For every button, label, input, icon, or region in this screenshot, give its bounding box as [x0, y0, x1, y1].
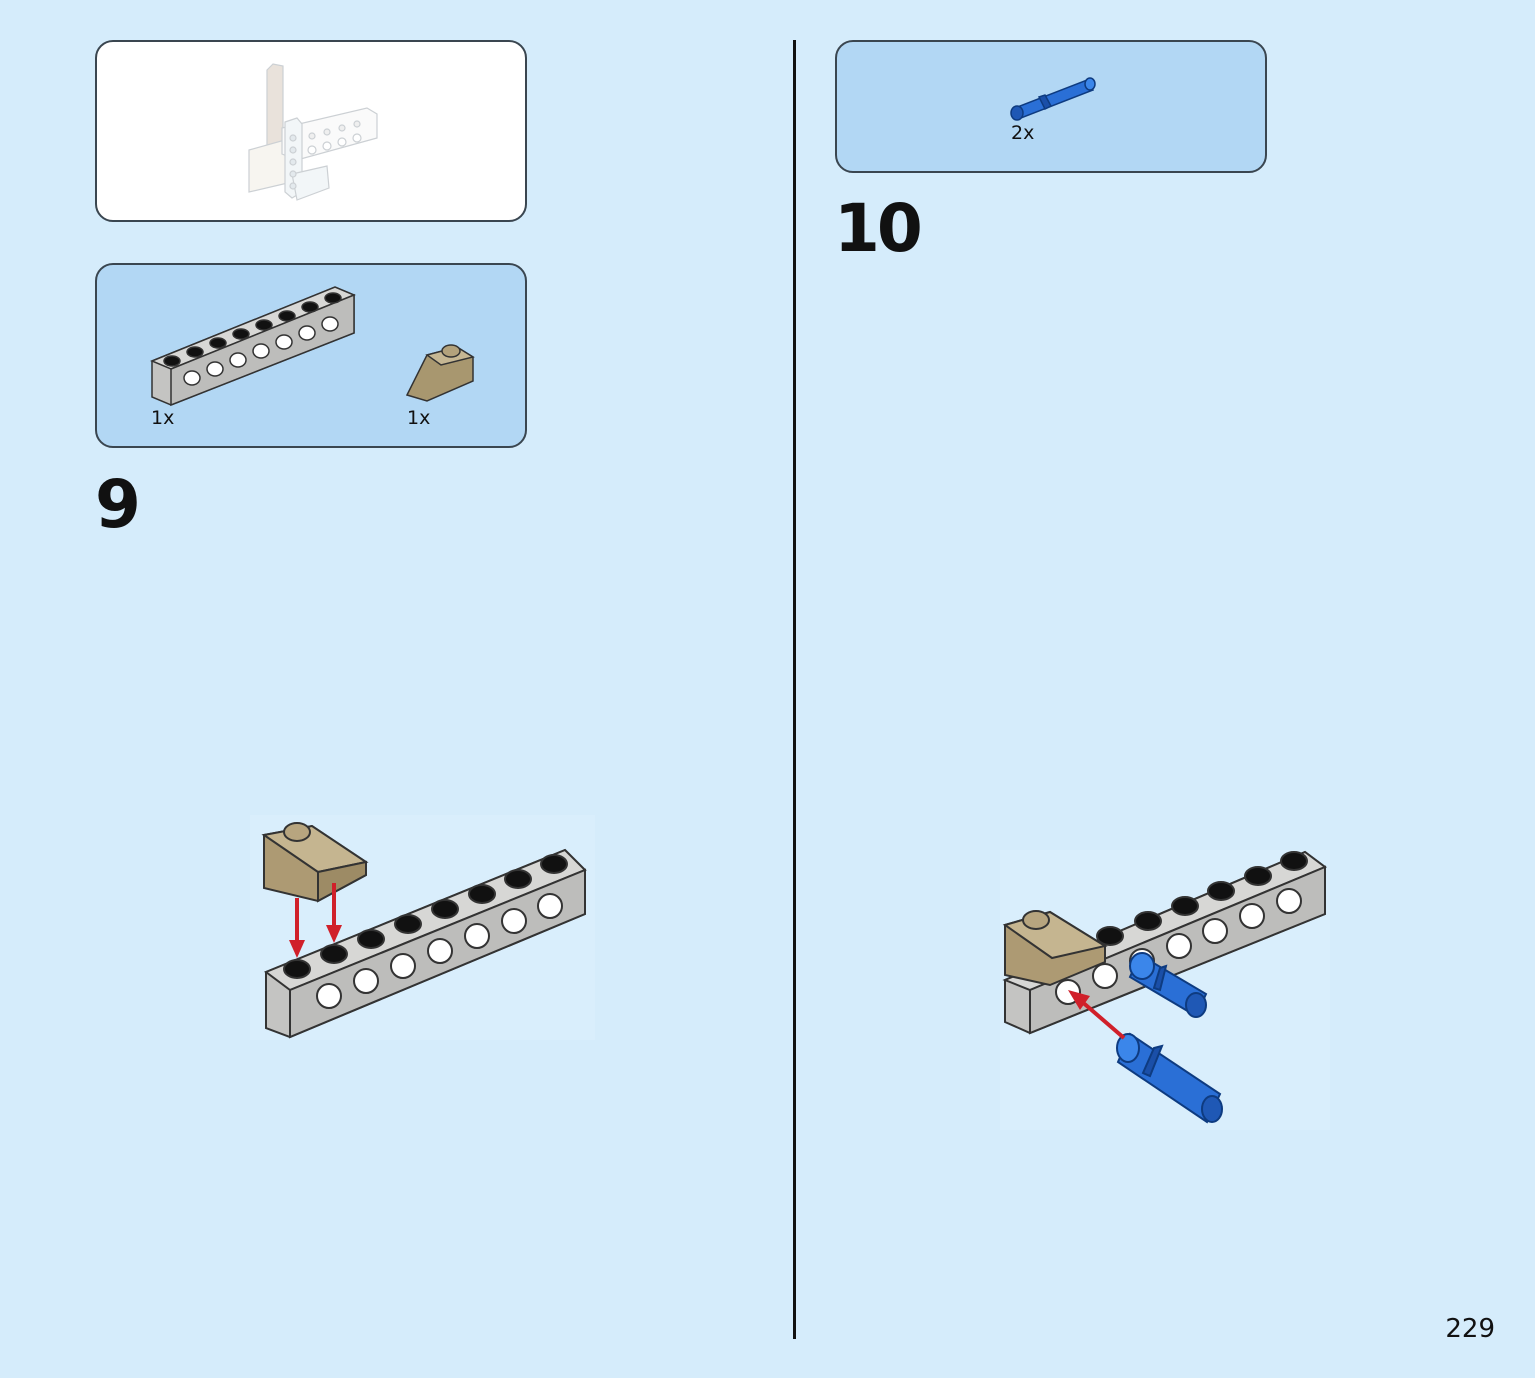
parts-list-step-9: 1x 1x	[95, 263, 527, 448]
submodel-preview-illustration	[248, 63, 378, 201]
step-number: 9	[95, 466, 141, 543]
column-divider	[793, 40, 796, 1339]
slope-brick-icon	[405, 344, 475, 402]
parts-list-step-10-illustration	[1010, 77, 1096, 121]
technic-pin-icon	[1010, 77, 1096, 121]
submodel-preview-box	[95, 40, 527, 222]
technic-brick-icon	[150, 286, 356, 407]
part-quantity: 1x	[151, 407, 175, 429]
parts-list-step-10: 2x	[835, 40, 1267, 173]
page-number: 229	[1445, 1314, 1495, 1344]
parts-list-step-9-illustration	[150, 286, 475, 407]
part-quantity: 1x	[407, 407, 431, 429]
part-quantity: 2x	[1011, 122, 1035, 144]
step-number: 10	[834, 190, 923, 267]
